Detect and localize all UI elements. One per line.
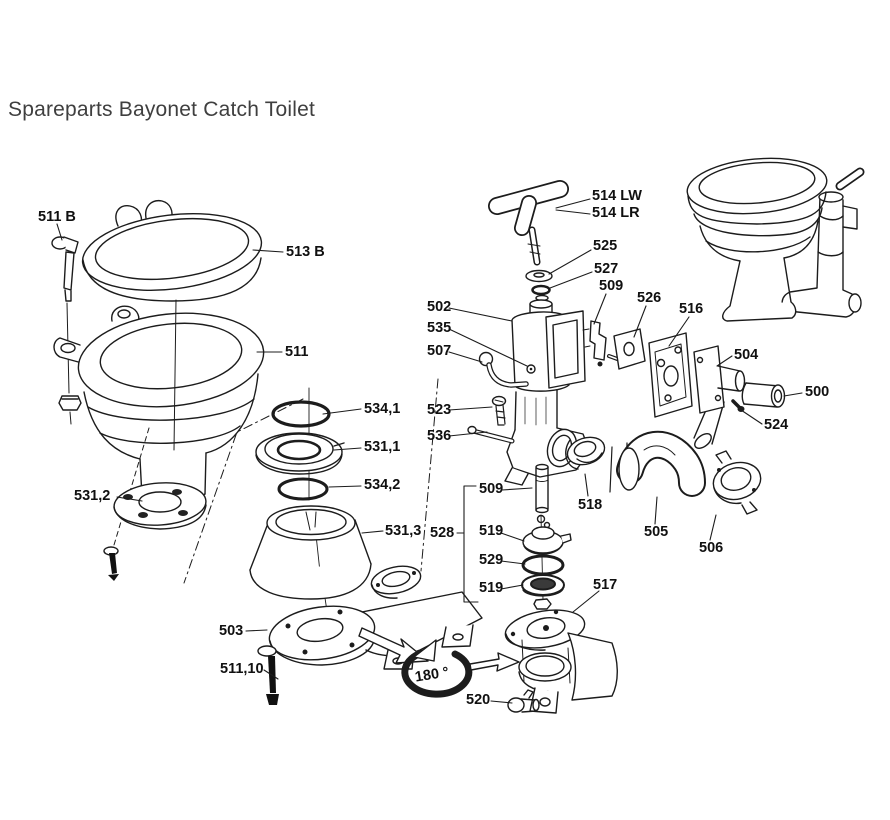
part-label-534-1: 534,1 — [364, 401, 401, 417]
floor-flange-531-2 — [104, 428, 207, 581]
part-label-527: 527 — [594, 261, 619, 277]
cone-base-531-3 — [250, 506, 371, 599]
part-label-509-lower: 509 — [479, 481, 504, 497]
drain-plug-520 — [508, 690, 539, 712]
spacer-500 — [742, 383, 784, 407]
o-ring-529 — [523, 556, 563, 574]
swivel-ring — [369, 562, 423, 598]
part-label-525: 525 — [593, 238, 618, 254]
part-label-519-upper: 519 — [479, 523, 504, 539]
part-label-534-2: 534,2 — [364, 477, 401, 493]
part-label-500: 500 — [805, 384, 830, 400]
elbow-505 — [610, 443, 692, 492]
base-arm-503 — [266, 592, 482, 669]
o-ring-534-2 — [279, 479, 327, 499]
joker-valve-518 — [564, 433, 608, 469]
page-title: Spareparts Bayonet Catch Toilet — [8, 98, 315, 121]
part-label-507: 507 — [427, 343, 452, 359]
washer-525 — [526, 271, 552, 282]
hinge-bolt-511b — [52, 237, 81, 424]
flange-ring-506 — [709, 451, 765, 514]
pump-body-502 — [512, 311, 590, 391]
seal-527 — [533, 286, 550, 301]
part-label-520: 520 — [466, 692, 491, 708]
part-label-511b: 511 B — [38, 209, 76, 225]
part-label-514lr: 514 LR — [592, 205, 640, 221]
part-label-523: 523 — [427, 402, 452, 418]
pump-base-517 — [503, 605, 618, 713]
part-label-529: 529 — [479, 552, 504, 568]
part-label-518: 518 — [578, 497, 603, 513]
part-label-536: 536 — [427, 428, 452, 444]
part-label-509-upper: 509 — [599, 278, 624, 294]
part-label-502: 502 — [427, 299, 452, 315]
part-label-524: 524 — [764, 417, 789, 433]
part-label-503: 503 — [219, 623, 244, 639]
screw-523 — [493, 397, 506, 426]
seal-519-lower — [522, 575, 564, 609]
outlet-fitting-504 — [692, 346, 744, 451]
part-label-535: 535 — [427, 320, 452, 336]
vent-pipe-507 — [480, 353, 527, 386]
part-label-531-3: 531,3 — [385, 523, 422, 539]
part-label-511-10: 511,10 — [220, 661, 264, 677]
part-label-514lw: 514 LW — [592, 188, 642, 204]
complete-toilet-illustration — [685, 153, 861, 321]
part-label-513b: 513 B — [286, 244, 325, 260]
seal-assembly-531-1 — [256, 433, 344, 474]
part-label-526: 526 — [637, 290, 662, 306]
bowl-511 — [54, 300, 268, 502]
part-label-519-lower: 519 — [479, 580, 504, 596]
part-label-528: 528 — [430, 525, 455, 541]
part-label-531-1: 531,1 — [364, 439, 401, 455]
gasket-526 — [614, 329, 645, 369]
rotation-arrows — [359, 628, 519, 694]
piston-cup-519-upper — [523, 527, 571, 554]
part-label-517: 517 — [593, 577, 618, 593]
part-label-531-2: 531,2 — [74, 488, 111, 504]
seat-lid-513b — [78, 201, 266, 301]
mounting-plate-516 — [649, 333, 692, 417]
bracket-528 — [457, 486, 478, 602]
part-label-516: 516 — [679, 301, 704, 317]
screw-524 — [733, 401, 745, 412]
leader-lines — [57, 199, 802, 703]
part-label-506: 506 — [699, 540, 724, 556]
part-label-505: 505 — [644, 524, 669, 540]
part-label-511: 511 — [285, 344, 309, 360]
o-ring-534-1 — [273, 402, 329, 426]
part-label-504: 504 — [734, 347, 759, 363]
pump-handle-514 — [497, 189, 560, 262]
